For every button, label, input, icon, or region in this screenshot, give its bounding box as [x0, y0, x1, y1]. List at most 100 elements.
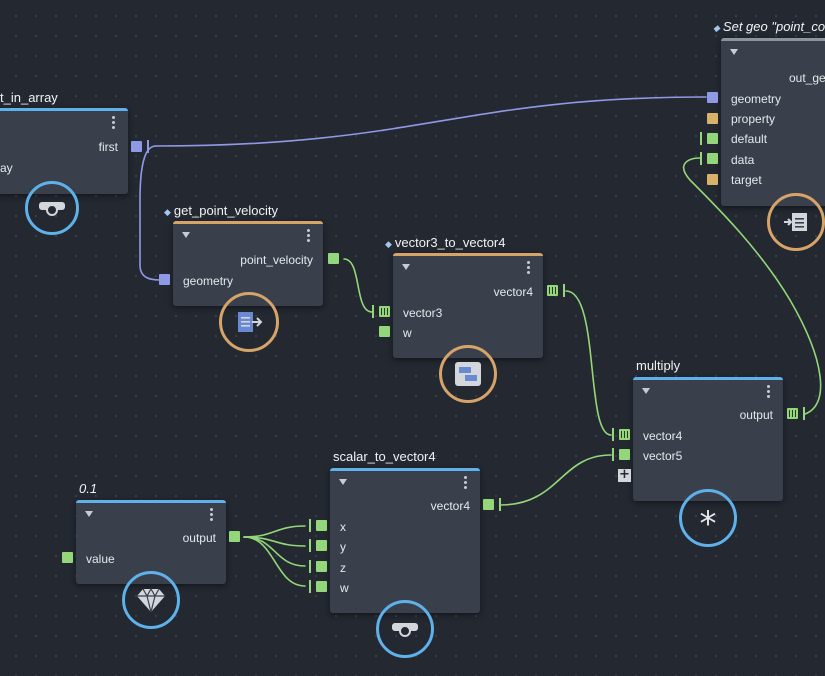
- output-port-label: output: [739, 408, 773, 422]
- output-port-first[interactable]: [131, 141, 142, 152]
- output-port-output[interactable]: [229, 531, 240, 542]
- asterisk-icon[interactable]: *: [679, 489, 737, 547]
- diamond-icon[interactable]: [122, 571, 180, 629]
- node-title: 0.1: [79, 481, 98, 496]
- port-connector: [563, 284, 565, 297]
- node-title: t_in_array: [0, 90, 58, 105]
- port-connector: [700, 152, 702, 165]
- wire-output-to-z: [243, 536, 306, 567]
- input-port-default[interactable]: [707, 133, 718, 144]
- collapse-arrow-icon[interactable]: [730, 49, 738, 55]
- node-header-bar: [721, 38, 825, 41]
- multiply-symbol: *: [699, 504, 717, 544]
- get-point-velocity-node[interactable]: point_velocity geometry: [173, 221, 323, 306]
- output-port-label: vector4: [430, 499, 470, 513]
- collapse-arrow-icon[interactable]: [85, 511, 93, 517]
- multiply-node[interactable]: output vector4 vector5: [633, 377, 783, 501]
- input-port-geometry[interactable]: [159, 274, 170, 285]
- node-title: multiply: [636, 358, 681, 373]
- get-first-in-array-node[interactable]: first ray: [0, 108, 128, 194]
- port-connector: [612, 428, 614, 441]
- node-menu-icon[interactable]: [307, 229, 310, 244]
- collapse-arrow-icon[interactable]: [642, 388, 650, 394]
- node-menu-icon[interactable]: [527, 261, 530, 276]
- input-port-label: w: [340, 581, 349, 595]
- camera-icon[interactable]: [25, 181, 79, 235]
- input-port-w[interactable]: [379, 326, 390, 337]
- input-port-vector3[interactable]: [379, 306, 390, 317]
- collapse-arrow-icon[interactable]: [182, 232, 190, 238]
- input-port-value[interactable]: [62, 552, 73, 563]
- input-port-vector4[interactable]: [619, 429, 630, 440]
- wire-velocity-to-vector3: [343, 258, 373, 313]
- input-port-x[interactable]: [316, 520, 327, 531]
- set-data-icon[interactable]: [767, 193, 825, 251]
- input-port-label: geometry: [183, 274, 234, 288]
- input-port-label: x: [340, 520, 346, 534]
- node-title-text: vector3_to_vector4: [394, 235, 506, 250]
- port-connector: [147, 140, 149, 153]
- input-port-w[interactable]: [316, 581, 327, 592]
- input-port-label: target: [731, 173, 762, 187]
- node-title-text: Set geo "point_co: [722, 19, 825, 34]
- convert-icon[interactable]: [439, 345, 497, 403]
- port-connector: [309, 519, 311, 532]
- input-port-target[interactable]: [707, 174, 718, 185]
- node-header-bar: [393, 253, 543, 256]
- output-port-output[interactable]: [787, 408, 798, 419]
- input-port-data[interactable]: [707, 153, 718, 164]
- input-port-geometry[interactable]: [707, 92, 718, 103]
- output-port-vector4[interactable]: [547, 285, 558, 296]
- output-port-label: out_ge: [789, 71, 825, 85]
- wire-output-to-y: [243, 536, 306, 547]
- node-menu-icon[interactable]: [210, 508, 213, 523]
- output-port-point-velocity[interactable]: [328, 253, 339, 264]
- node-header-bar: [633, 377, 783, 380]
- port-connector: [499, 498, 501, 511]
- input-port-property[interactable]: [707, 113, 718, 124]
- port-connector: [372, 305, 374, 318]
- input-port-y[interactable]: [316, 540, 327, 551]
- node-menu-icon[interactable]: [767, 385, 770, 400]
- node-title-text: get_point_velocity: [173, 203, 278, 218]
- input-port-label: property: [731, 112, 776, 126]
- input-port-label: geometry: [731, 92, 782, 106]
- node-title: ◆vector3_to_vector4: [385, 235, 506, 250]
- input-port-label: vector4: [643, 429, 683, 443]
- port-connector: [309, 539, 311, 552]
- input-port-label: ray: [0, 161, 13, 175]
- scalar-to-vector4-node[interactable]: vector4 x y z w: [330, 468, 480, 613]
- collapse-arrow-icon[interactable]: [402, 264, 410, 270]
- input-port-label: default: [731, 132, 768, 146]
- node-header-bar: [76, 500, 226, 503]
- vector3-to-vector4-node[interactable]: vector4 vector3 w: [393, 253, 543, 358]
- output-port-vector4[interactable]: [483, 499, 494, 510]
- node-title: ◆Set geo "point_co: [713, 19, 825, 34]
- get-data-icon[interactable]: [219, 292, 279, 352]
- port-connector: [803, 407, 805, 420]
- port-connector: [612, 448, 614, 461]
- input-port-label: value: [86, 552, 115, 566]
- node-menu-icon[interactable]: [464, 476, 467, 491]
- constant-node[interactable]: output value: [76, 500, 226, 584]
- input-port-label: vector3: [403, 306, 443, 320]
- input-port-z[interactable]: [316, 561, 327, 572]
- camera-icon[interactable]: [376, 600, 434, 658]
- input-port-label: z: [340, 561, 346, 575]
- set-geo-node[interactable]: out_ge geometry property default data ta…: [721, 38, 825, 206]
- node-header-bar: [0, 108, 128, 111]
- collapse-arrow-icon[interactable]: [339, 479, 347, 485]
- wire-vector4-to-multiply: [565, 290, 612, 436]
- wire-first-to-setgeo-geometry: [155, 96, 707, 147]
- input-port-label: data: [731, 153, 755, 167]
- input-port-label: y: [340, 540, 346, 554]
- add-input-button[interactable]: +: [618, 467, 631, 482]
- input-port-label: vector5: [643, 449, 683, 463]
- node-header-bar: [173, 221, 323, 224]
- wire-output-to-x: [243, 525, 306, 538]
- input-port-vector5[interactable]: [619, 449, 630, 460]
- port-connector: [309, 580, 311, 593]
- node-title: scalar_to_vector4: [333, 449, 436, 464]
- node-menu-icon[interactable]: [112, 116, 115, 131]
- output-port-label: vector4: [493, 285, 533, 299]
